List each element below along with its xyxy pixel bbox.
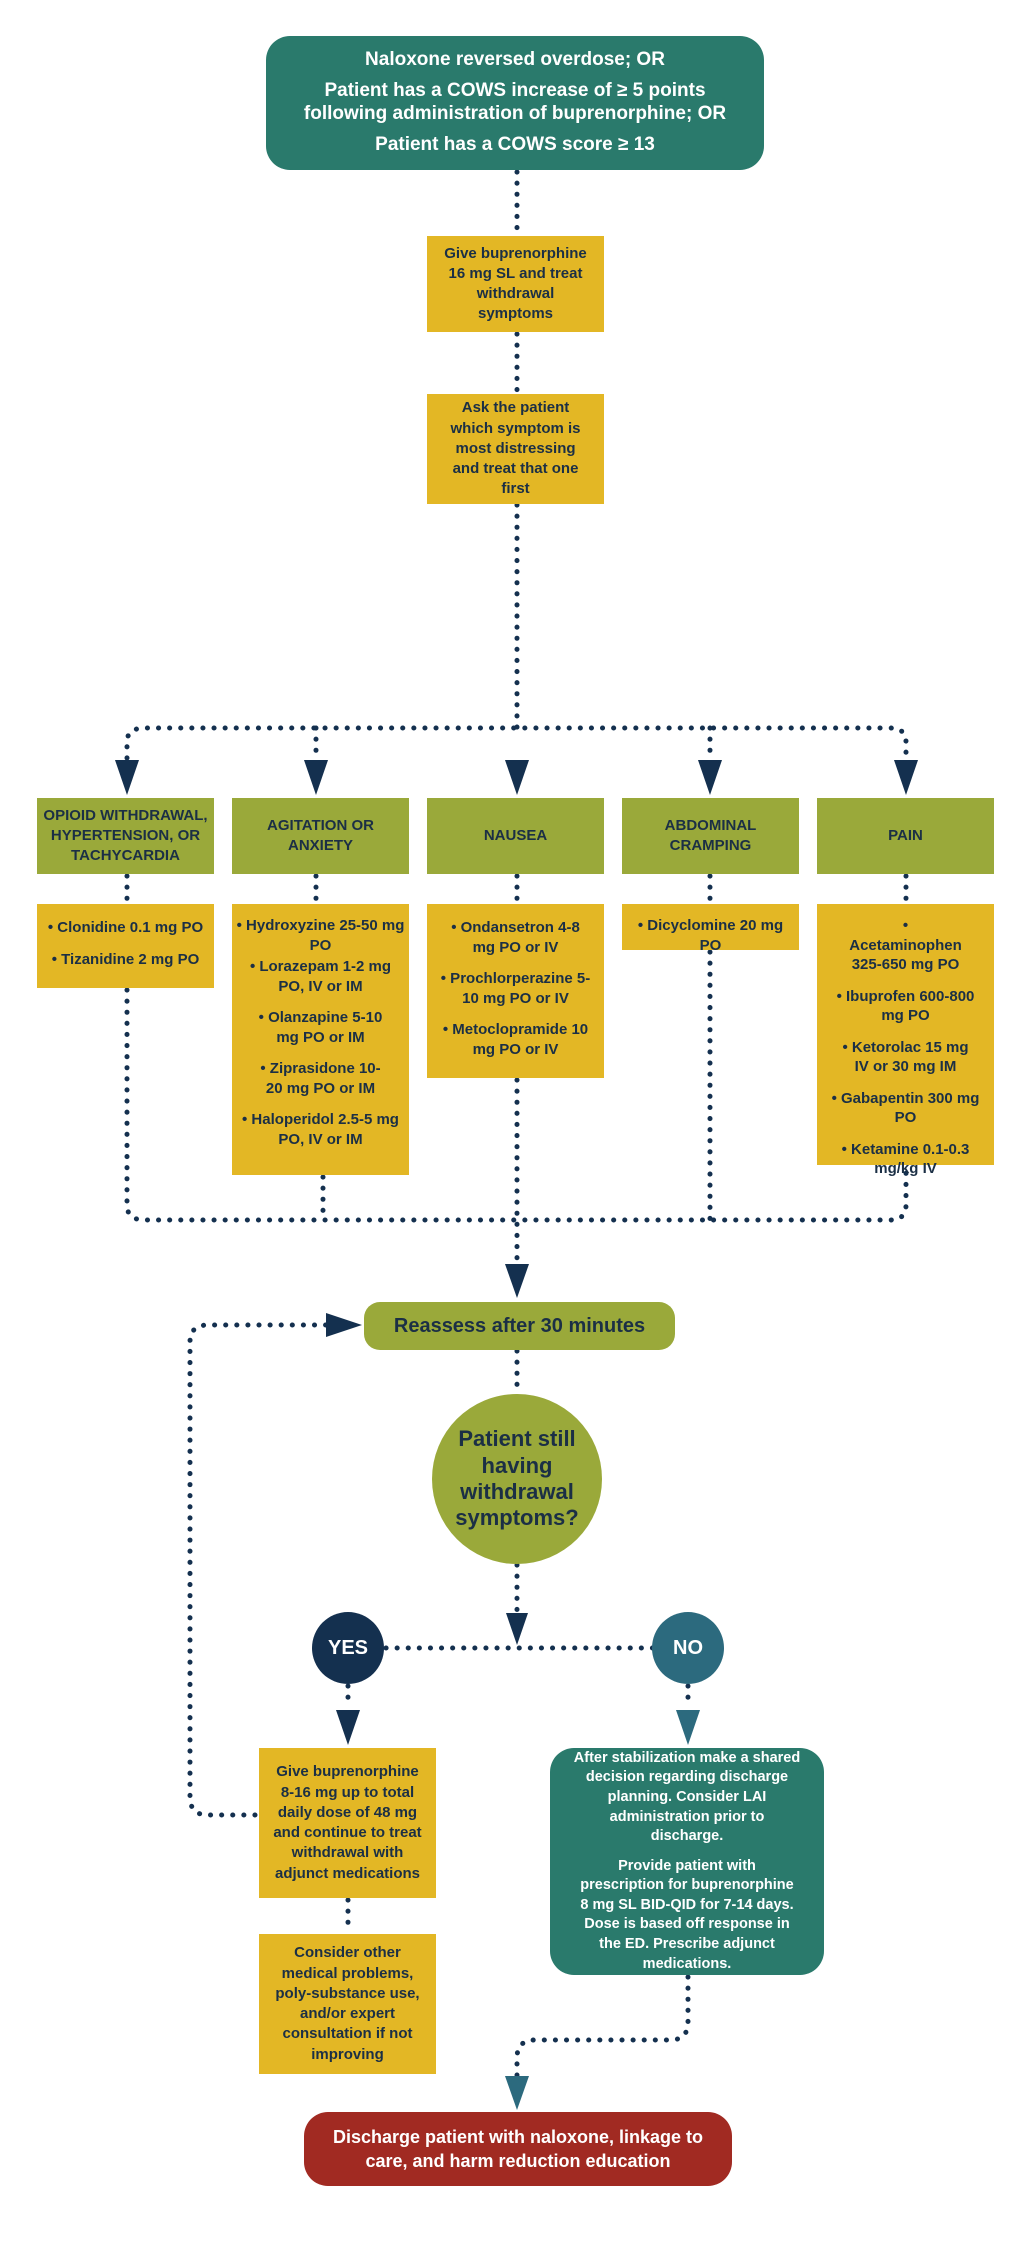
arrow-to-category-5 [894,760,918,795]
med-item: • Hydroxyzine 25-50 mg PO [236,917,405,954]
no-action-box: After stabilization make a shared decisi… [550,1748,824,1975]
med-item: • Ondansetron 4-8 mg PO or IV [451,919,580,956]
med-item: • Prochlorperazine 5-10 mg PO or IV [440,970,591,1007]
give-buprenorphine-box: Give buprenorphine 16 mg SL and treat wi… [427,236,604,332]
no-action-text-2: Provide patient with prescription for bu… [580,1857,794,1972]
category-abdominal-cramping: ABDOMINAL CRAMPING [622,798,799,874]
meds-pain: • Acetaminophen 325-650 mg PO • Ibuprofe… [817,904,994,1177]
category-agitation-anxiety: AGITATION OR ANXIETY [232,798,409,874]
start-criteria-line-2: Patient has a COWS increase of ≥ 5 point… [303,80,727,124]
yes-node: YES [312,1612,384,1684]
yes-action-text: Give buprenorphine 8-16 mg up to total d… [273,1763,422,1882]
start-criteria-line-1: Naloxone reversed overdose; OR [365,49,665,71]
arrow-to-discharge [505,2076,529,2110]
category-title: OPIOID WITHDRAWAL, HYPERTENSION, OR TACH… [43,806,208,865]
discharge-text: Discharge patient with naloxone, linkage… [332,2126,704,2171]
med-item: • Metoclopramide 10 mg PO or IV [442,1021,589,1058]
yes-label: YES [327,1637,369,1659]
yes-consider-box: Consider other medical problems, poly-su… [259,1934,436,2074]
med-item: • Olanzapine 5-10 mg PO or IM [258,1009,383,1046]
arrow-to-category-1 [115,760,139,795]
category-pain: PAIN [817,798,994,874]
no-action-text-1: After stabilization make a shared decisi… [573,1749,801,1845]
category-title: PAIN [888,826,923,844]
ask-symptom-text: Ask the patient which symptom is most di… [450,399,581,498]
no-label: NO [673,1637,703,1659]
med-item: • Gabapentin 300 mg PO [831,1089,980,1127]
med-item: • Ibuprofen 600-800 mg PO [836,987,975,1025]
meds-opioid-withdrawal: • Clonidine 0.1 mg PO • Tizanidine 2 mg … [37,904,214,988]
arrow-to-category-3 [505,760,529,795]
arrow-to-category-4 [698,760,722,795]
med-item: • Acetaminophen 325-650 mg PO [849,917,962,973]
category-title: NAUSEA [483,826,548,844]
arrow-loop-to-reassess [326,1313,362,1337]
connector-branch-bus [124,725,909,761]
med-item: • Tizanidine 2 mg PO [51,950,200,968]
med-item: • Lorazepam 1-2 mg PO, IV or IM [249,958,392,995]
ask-symptom-box: Ask the patient which symptom is most di… [427,394,604,504]
category-title: AGITATION OR ANXIETY [267,816,374,854]
start-criteria-line-3: Patient has a COWS score ≥ 13 [375,133,655,155]
category-nausea: NAUSEA [427,798,604,874]
connector-loop-back [187,1322,331,1818]
meds-abdominal-cramping: • Dicyclomine 20 mg PO [622,904,799,954]
no-node: NO [652,1612,724,1684]
arrow-yes-to-action [336,1710,360,1745]
med-item: • Ziprasidone 10-20 mg PO or IM [260,1060,381,1097]
category-title: ABDOMINAL CRAMPING [664,816,757,854]
meds-nausea: • Ondansetron 4-8 mg PO or IV • Prochlor… [427,904,604,1078]
give-buprenorphine-text: Give buprenorphine 16 mg SL and treat wi… [444,244,587,323]
med-item: • Clonidine 0.1 mg PO [47,919,204,936]
med-item: • Haloperidol 2.5-5 mg PO, IV or IM [242,1111,399,1148]
med-item: • Ketamine 0.1-0.3 mg/kg IV [841,1140,970,1178]
discharge-box: Discharge patient with naloxone, linkage… [304,2112,732,2186]
yes-consider-text: Consider other medical problems, poly-su… [275,1944,420,2063]
arrow-to-reassess [505,1264,529,1298]
med-item: • Ketorolac 15 mg IV or 30 mg IM [842,1038,969,1076]
med-item: • Dicyclomine 20 mg PO [637,917,784,954]
reassess-text: Reassess after 30 minutes [393,1315,646,1337]
arrow-no-to-action [676,1710,700,1745]
connector-merge-bus [124,987,909,1223]
reassess-box: Reassess after 30 minutes [364,1302,675,1350]
meds-agitation-anxiety: • Hydroxyzine 25-50 mg PO • Lorazepam 1-… [232,904,409,1175]
still-withdrawal-question: Patient still having withdrawal symptoms… [432,1394,602,1564]
yes-action-box: Give buprenorphine 8-16 mg up to total d… [259,1748,436,1898]
arrow-to-category-2 [304,760,328,795]
question-text: Patient still having withdrawal symptoms… [455,1426,579,1531]
connector-no-action-to-discharge [514,1974,691,2078]
start-criteria-box: Naloxone reversed overdose; OR Patient h… [266,36,764,170]
arrow-question-down [506,1613,528,1645]
category-opioid-withdrawal: OPIOID WITHDRAWAL, HYPERTENSION, OR TACH… [37,798,214,874]
